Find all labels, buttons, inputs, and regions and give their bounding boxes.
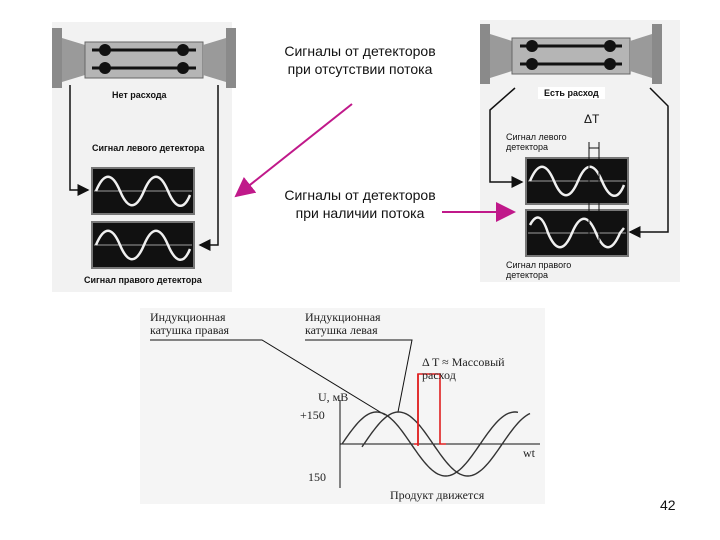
right-wire-a — [489, 87, 524, 188]
plot-bg — [140, 308, 545, 504]
left-signal-label: Сигнал левого детектора — [92, 143, 205, 153]
right-flowmeter-sensor — [480, 24, 662, 84]
left-wave-bottom — [94, 229, 192, 261]
leader-coil-right — [150, 339, 386, 416]
delta-mass-flow-label: Δ T ≈ Массовый расход — [422, 355, 505, 382]
left-wire-b — [198, 85, 219, 251]
right-wave-top — [528, 165, 626, 197]
phase-shift-plot — [140, 308, 545, 504]
sine-right-coil — [341, 411, 519, 477]
coil-right-label: Индукционная катушка правая — [150, 310, 230, 337]
left-wire-a — [69, 85, 90, 196]
right-status-label: Есть расход — [538, 87, 605, 99]
x-axis-label: wt — [523, 446, 535, 460]
y-top-tick: +150 — [300, 408, 325, 422]
y-bottom-tick: 150 — [308, 470, 326, 484]
caption-no-flow: Сигналы от детекторов при отсутствии пот… — [284, 43, 436, 77]
caption-with-flow: Сигналы от детекторов при наличии потока — [284, 187, 436, 221]
left-status-label: Нет расхода — [112, 90, 167, 100]
coil-left-label: Индукционная катушка левая — [305, 310, 381, 337]
plot-footer: Продукт движется — [390, 488, 485, 502]
right-left-signal-label: Сигнал левого детектора — [506, 132, 567, 152]
right-wave-bottom — [528, 216, 625, 249]
delta-t-label: ΔT — [584, 112, 600, 126]
left-flowmeter-sensor — [52, 28, 236, 88]
page-number: 42 — [660, 497, 676, 513]
right-signal-label: Сигнал правого детектора — [84, 275, 202, 285]
left-wave-top — [94, 175, 192, 207]
sine-left-coil — [361, 411, 531, 477]
leader-coil-left — [305, 339, 413, 413]
left-panel — [52, 22, 236, 292]
y-axis-label: U, мВ — [318, 390, 349, 404]
right-right-signal-label: Сигнал правого детектора — [506, 260, 572, 280]
right-panel — [480, 20, 680, 282]
right-wire-b — [628, 87, 669, 238]
arrow-no-flow — [234, 103, 353, 198]
